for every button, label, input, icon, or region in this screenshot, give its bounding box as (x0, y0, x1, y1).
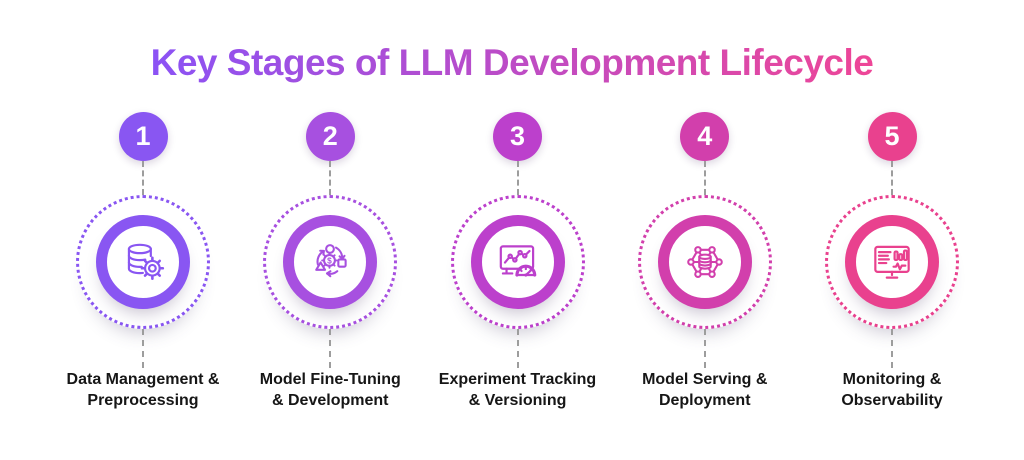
stage-3-number: 3 (509, 121, 526, 151)
stage-2-icon-ring: $ (283, 215, 378, 309)
stage-3-label-line1: Experiment Tracking (438, 371, 597, 388)
stage-1-number-badge: 1 (118, 112, 168, 161)
stage-4-label-line1: Model Serving & (642, 371, 768, 388)
stage-2-number: 2 (322, 121, 338, 151)
finetuning-cycle-icon: $ (315, 244, 347, 278)
stage-1-bottom-connector-line (142, 329, 144, 368)
svg-text:$: $ (327, 255, 332, 265)
database-gear-icon (127, 243, 165, 280)
stage-5-top-connector-line (891, 161, 893, 195)
page-title: Key Stages of LLM Development Lifecycle (0, 0, 1024, 85)
stage-1: 1 (52, 112, 234, 411)
experiment-monitor-gauge-icon (499, 245, 536, 277)
stage-1-number: 1 (135, 121, 151, 151)
stage-1-label: Data Management & Preprocessing (67, 369, 220, 411)
stage-3-label: Experiment Tracking & Versioning (439, 369, 596, 411)
stage-2-dotted-ring: $ (263, 195, 398, 329)
stage-4-label-line2: Deployment (658, 392, 751, 410)
dashboard-monitor-icon (874, 245, 910, 279)
stage-1-top-connector-line (142, 161, 144, 195)
stage-2-label-line2: & Development (272, 392, 389, 410)
stage-1-dotted-ring (76, 195, 210, 329)
stage-3-dotted-ring (450, 195, 585, 329)
stage-4-number: 4 (697, 121, 713, 151)
stage-4: 4 (614, 112, 796, 411)
stage-4-label: Model Serving & Deployment (642, 369, 767, 411)
stage-5-bottom-connector-line (891, 329, 893, 368)
network-database-icon (686, 246, 723, 278)
stage-1-icon-ring (96, 215, 190, 309)
stage-2-bottom-connector-line (329, 329, 332, 368)
stage-3-icon-ring (470, 215, 565, 309)
stage-4-dotted-ring (637, 195, 772, 329)
stage-2-number-badge: 2 (305, 112, 355, 161)
stage-5: 5 (801, 112, 983, 411)
stage-4-bottom-connector-line (703, 329, 706, 368)
stage-5-label-line2: Observability (841, 392, 943, 410)
stage-3-top-connector-line (516, 161, 519, 195)
stages-row: 1 (52, 112, 983, 411)
stage-3-number-badge: 3 (493, 112, 542, 161)
stage-4-top-connector-line (703, 161, 706, 195)
stage-3-label-line2: & Versioning (468, 392, 567, 410)
stage-5-icon-ring (845, 215, 939, 309)
page-title-text: Key Stages of LLM Development Lifecycle (150, 42, 874, 83)
stage-4-icon-ring (657, 215, 752, 309)
stage-2-label-line1: Model Fine-Tuning (259, 371, 401, 388)
stage-3: 3 (427, 112, 609, 411)
stage-5-number: 5 (884, 121, 900, 151)
stage-3-bottom-connector-line (516, 329, 519, 368)
stage-2-top-connector-line (329, 161, 332, 195)
stage-4-number-badge: 4 (680, 112, 730, 161)
stage-1-label-line1: Data Management & (66, 371, 220, 388)
stage-1-label-line2: Preprocessing (87, 392, 199, 410)
stage-5-dotted-ring (825, 195, 959, 329)
stage-5-label-line1: Monitoring & (842, 371, 942, 388)
stage-5-number-badge: 5 (867, 112, 917, 161)
stage-2: 2 (239, 112, 421, 411)
stage-5-label: Monitoring & Observability (841, 369, 942, 411)
stage-2-label: Model Fine-Tuning & Development (260, 369, 401, 411)
